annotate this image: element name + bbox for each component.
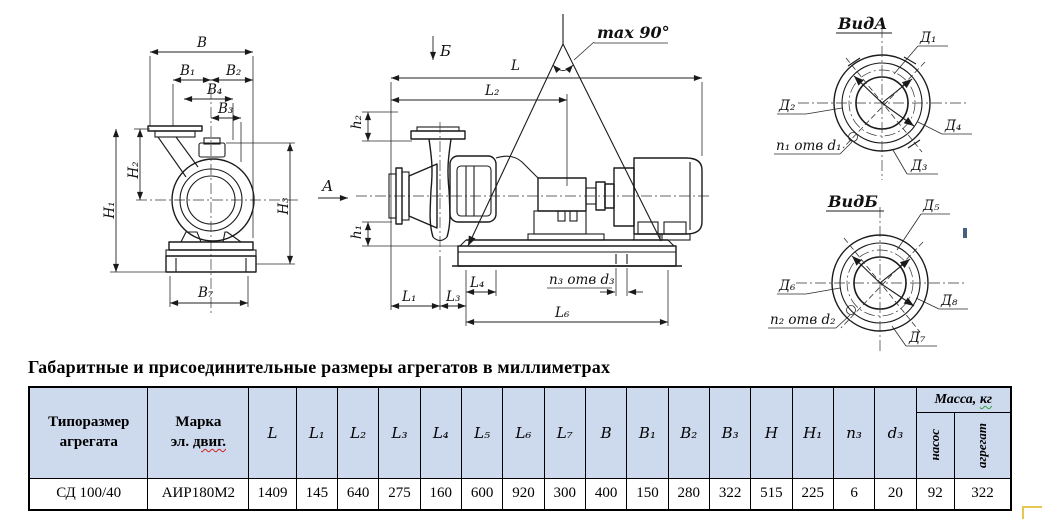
dim-label-L2: L₂ — [484, 83, 499, 99]
col-header-B1: B₁ — [626, 386, 669, 479]
col-header-L4: L₄ — [419, 386, 462, 479]
dim-label-H3: H₃ — [276, 197, 292, 215]
holes-label-n1d1: n₁ отв d₁ — [776, 138, 842, 154]
cell-L2: 640 — [336, 477, 380, 510]
text-cursor[interactable] — [963, 228, 967, 238]
col-header-d3: d₃ — [874, 386, 917, 479]
cell-L: 1409 — [248, 477, 297, 510]
col-header-B2: B₂ — [667, 386, 710, 479]
page-title: Габаритные и присоединительные размеры а… — [28, 357, 611, 377]
view-a-marker: А — [321, 177, 333, 195]
col-header-L6: L₆ — [502, 386, 545, 479]
cell-L5: 600 — [460, 477, 504, 510]
dim-label-B2: B₂ — [225, 63, 241, 79]
col-header-H1: H₁ — [791, 386, 834, 479]
dim-label-D5: Д₅ — [922, 198, 940, 214]
cell-H1: 225 — [791, 477, 834, 510]
cell-B1: 150 — [626, 477, 669, 510]
col-header-typesize: Типоразмер агрегата — [28, 386, 149, 479]
flange-view-a: ВидА Д₁ Д₂ Д₄ Д₃ n₁ отв d₁ — [774, 14, 972, 180]
cell-motor: АИР180М2 — [147, 477, 250, 510]
dim-label-D8: Д₈ — [940, 293, 958, 309]
mass-unit-label: агрегат — [973, 422, 989, 468]
pump-end-view: B B₁ B₂ B₄ B₃ H₂ H₁ H₃ B₇ А — [102, 35, 348, 315]
selection-corner-handle — [1022, 506, 1042, 519]
dim-label-L4: L₄ — [469, 275, 484, 291]
dim-label-h2: h₂ — [349, 115, 365, 129]
cell-L1: 145 — [295, 477, 338, 510]
cell-typesize: СД 100/40 — [28, 477, 149, 510]
cell-L4: 160 — [419, 477, 462, 510]
dim-label-D1: Д₁ — [919, 30, 936, 46]
cell-L6: 920 — [502, 477, 545, 510]
cell-B2: 280 — [667, 477, 710, 510]
col-header-L3: L₃ — [378, 386, 421, 479]
flange-view-b: ВидБ Д₅ Д₆ Д₈ Д₇ n₂ отв d₂ — [768, 192, 968, 354]
dim-label-L3: L₃ — [445, 289, 460, 305]
col-header-L5: L₅ — [460, 386, 504, 479]
dim-label-B1: B₁ — [179, 63, 195, 79]
dim-label-H2: H₂ — [126, 161, 142, 179]
dim-label-D3: Д₃ — [910, 158, 927, 174]
col-header-mass: Масса, кг — [915, 386, 1012, 413]
motor-header-misspelled: двиг. — [192, 433, 227, 450]
cell-d3: 20 — [874, 477, 917, 510]
col-header-mass-pump: насос — [915, 411, 955, 479]
cell-L7: 300 — [543, 477, 586, 510]
dim-label-B4: B₄ — [206, 82, 222, 98]
col-header-B: B — [584, 386, 628, 479]
cell-L3: 275 — [378, 477, 421, 510]
holes-label-n3d3: n₃ отв d₃ — [549, 272, 615, 288]
dim-label-L1: L₁ — [401, 289, 416, 305]
motor-header-line2: эл. — [170, 433, 193, 450]
dim-label-D4: Д₄ — [944, 118, 961, 134]
view-b-title: ВидБ — [827, 192, 878, 211]
col-header-L2: L₂ — [336, 386, 380, 479]
col-header-H: H — [750, 386, 793, 479]
dim-label-L: L — [510, 58, 520, 74]
col-header-mass-unit: агрегат — [953, 411, 1012, 479]
cell-H: 515 — [750, 477, 793, 510]
dim-label-B: B — [196, 35, 207, 51]
dim-label-h1: h₁ — [349, 225, 365, 239]
pump-assembly-view: Б max 90° L L₂ h₂ h₁ — [349, 14, 712, 326]
dim-label-H1: H₁ — [102, 201, 118, 219]
col-header-L1: L₁ — [295, 386, 338, 479]
max-angle-note: max 90° — [597, 23, 670, 42]
table-row: СД 100/40 АИР180М2 1409 145 640 275 160 … — [28, 477, 1012, 510]
col-header-motor: Марка эл. двиг. — [147, 386, 250, 479]
col-header-L: L — [248, 386, 297, 479]
mass-pump-label: насос — [926, 429, 942, 461]
cell-n3: 6 — [832, 477, 876, 510]
view-a-title: ВидА — [837, 14, 887, 33]
dim-label-D7: Д₇ — [908, 330, 926, 346]
cell-mass-pump: 92 — [915, 477, 955, 510]
motor-header-line1: Марка — [175, 414, 222, 431]
cell-mass-unit: 322 — [953, 477, 1012, 510]
col-header-n3: n₃ — [832, 386, 876, 479]
dim-label-L6: L₆ — [554, 305, 570, 321]
technical-drawing: B B₁ B₂ B₄ B₃ H₂ H₁ H₃ B₇ А — [102, 14, 972, 354]
cell-B3: 322 — [708, 477, 752, 510]
mass-header-unit: кг — [979, 391, 993, 407]
dim-label-B7: B₇ — [197, 285, 214, 301]
view-b-marker: Б — [439, 42, 451, 60]
holes-label-n2d2: n₂ отв d₂ — [770, 312, 836, 328]
dim-label-B3: B₃ — [217, 101, 233, 117]
col-header-B3: B₃ — [708, 386, 752, 479]
cell-B: 400 — [584, 477, 628, 510]
mass-header-text: Масса, — [934, 391, 980, 407]
dim-label-D2: Д₂ — [778, 98, 795, 114]
dim-label-D6: Д₆ — [778, 278, 796, 294]
col-header-L7: L₇ — [543, 386, 586, 479]
